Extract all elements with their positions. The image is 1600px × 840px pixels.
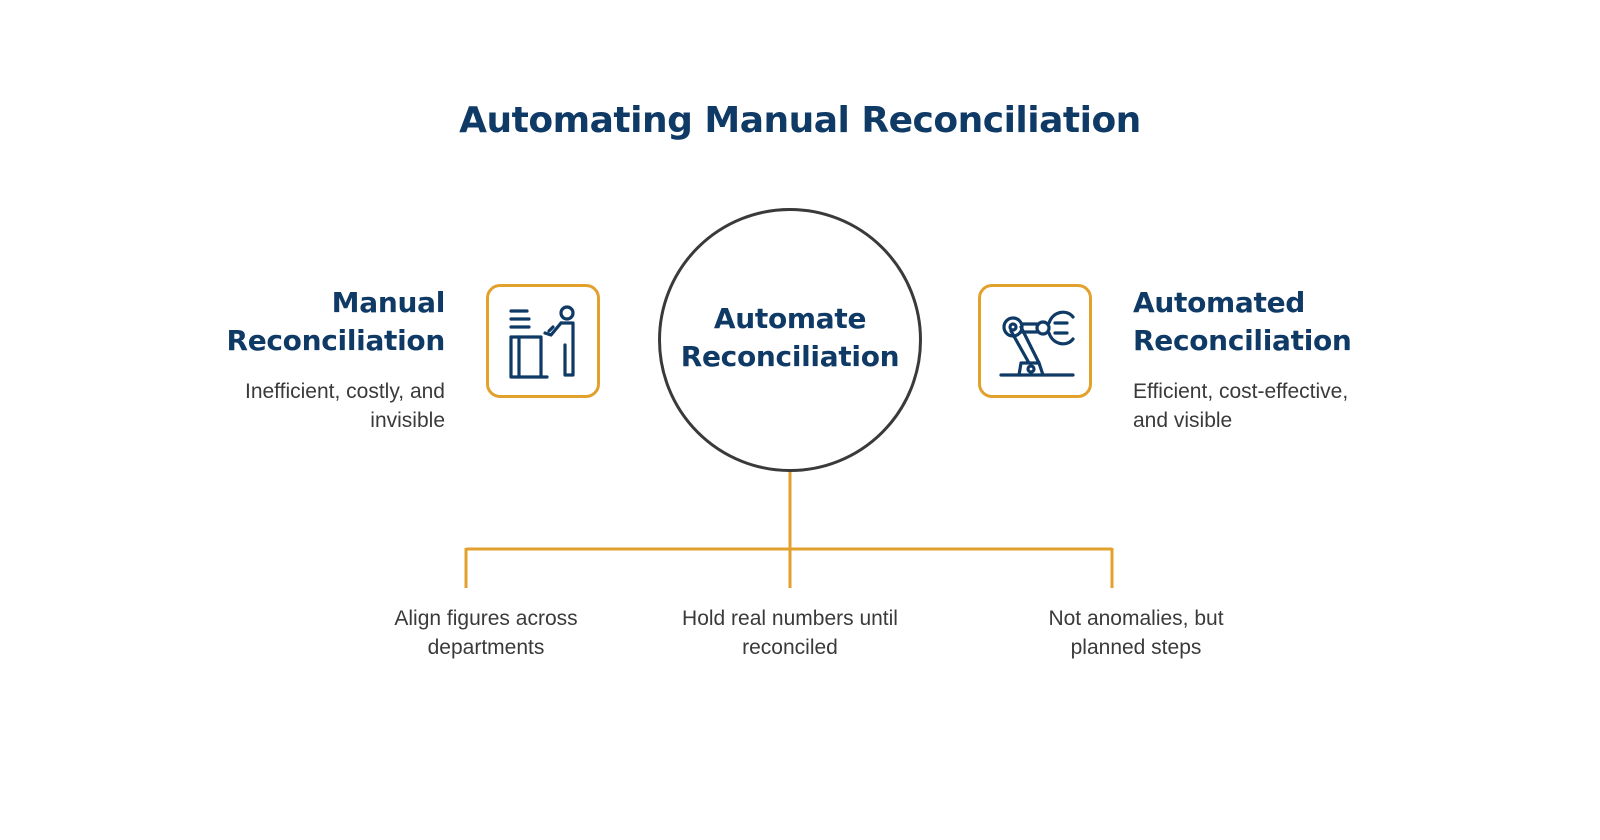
automated-heading-line2: Reconciliation bbox=[1133, 324, 1352, 357]
automate-reconciliation-node: Automate Reconciliation bbox=[658, 208, 922, 472]
automated-reconciliation-heading: Automated Reconciliation bbox=[1133, 284, 1352, 360]
robotic-arm-icon bbox=[999, 310, 1075, 377]
center-label-line1: Automate bbox=[713, 302, 867, 335]
branch-align-figures: Align figures across departments bbox=[336, 604, 636, 662]
automated-desc-line2: and visible bbox=[1133, 409, 1233, 432]
manual-icon-box bbox=[486, 284, 600, 398]
manual-heading-line2: Reconciliation bbox=[226, 324, 445, 357]
automated-icon-box bbox=[978, 284, 1092, 398]
manual-reconciliation-description: Inefficient, costly, and invisible bbox=[245, 377, 445, 435]
manual-desc-line1: Inefficient, costly, and bbox=[244, 380, 445, 403]
automated-heading-line1: Automated bbox=[1133, 286, 1306, 319]
person-at-desk-icon bbox=[509, 305, 575, 379]
manual-reconciliation-heading: Manual Reconciliation bbox=[226, 284, 445, 360]
manual-heading-line1: Manual bbox=[331, 286, 446, 319]
diagram-title: Automating Manual Reconciliation bbox=[459, 100, 1141, 141]
branch-3-line2: planned steps bbox=[1070, 636, 1202, 659]
branch-planned-steps: Not anomalies, but planned steps bbox=[986, 604, 1286, 662]
center-label-line2: Reconciliation bbox=[680, 340, 900, 373]
branch-3-line1: Not anomalies, but bbox=[1048, 607, 1224, 630]
manual-desc-line2: invisible bbox=[370, 409, 445, 432]
automated-desc-line1: Efficient, cost-effective, bbox=[1133, 380, 1349, 403]
branch-2-line1: Hold real numbers until bbox=[682, 607, 898, 630]
center-label: Automate Reconciliation bbox=[681, 300, 900, 376]
branch-hold-numbers: Hold real numbers until reconciled bbox=[640, 604, 940, 662]
branch-1-line2: departments bbox=[427, 636, 545, 659]
automated-reconciliation-description: Efficient, cost-effective, and visible bbox=[1133, 377, 1348, 435]
branch-2-line2: reconciled bbox=[742, 636, 838, 659]
branch-1-line1: Align figures across bbox=[394, 607, 578, 630]
